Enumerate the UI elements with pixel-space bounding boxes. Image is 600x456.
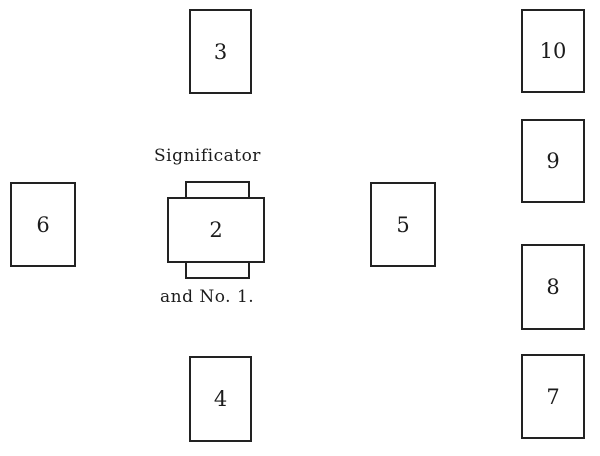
card-5-number: 5 <box>396 212 410 237</box>
card-2-crossing: 2 <box>167 197 265 263</box>
card-10: 10 <box>521 9 585 93</box>
and-no-1-label: and No. 1. <box>160 287 255 307</box>
card-6-number: 6 <box>36 212 50 237</box>
significator-label: Significator <box>154 146 261 166</box>
card-10-number: 10 <box>539 39 567 63</box>
card-9-number: 9 <box>546 149 560 173</box>
card-2-number: 2 <box>209 218 223 242</box>
card-6: 6 <box>10 182 76 267</box>
card-3-number: 3 <box>213 39 228 64</box>
card-3: 3 <box>189 9 252 94</box>
card-7-number: 7 <box>546 384 560 409</box>
card-5: 5 <box>370 182 436 267</box>
card-9: 9 <box>521 119 585 203</box>
card-8: 8 <box>521 244 585 330</box>
card-4-number: 4 <box>213 387 228 411</box>
card-4: 4 <box>189 356 252 442</box>
card-7: 7 <box>521 354 585 439</box>
card-8-number: 8 <box>546 275 560 299</box>
